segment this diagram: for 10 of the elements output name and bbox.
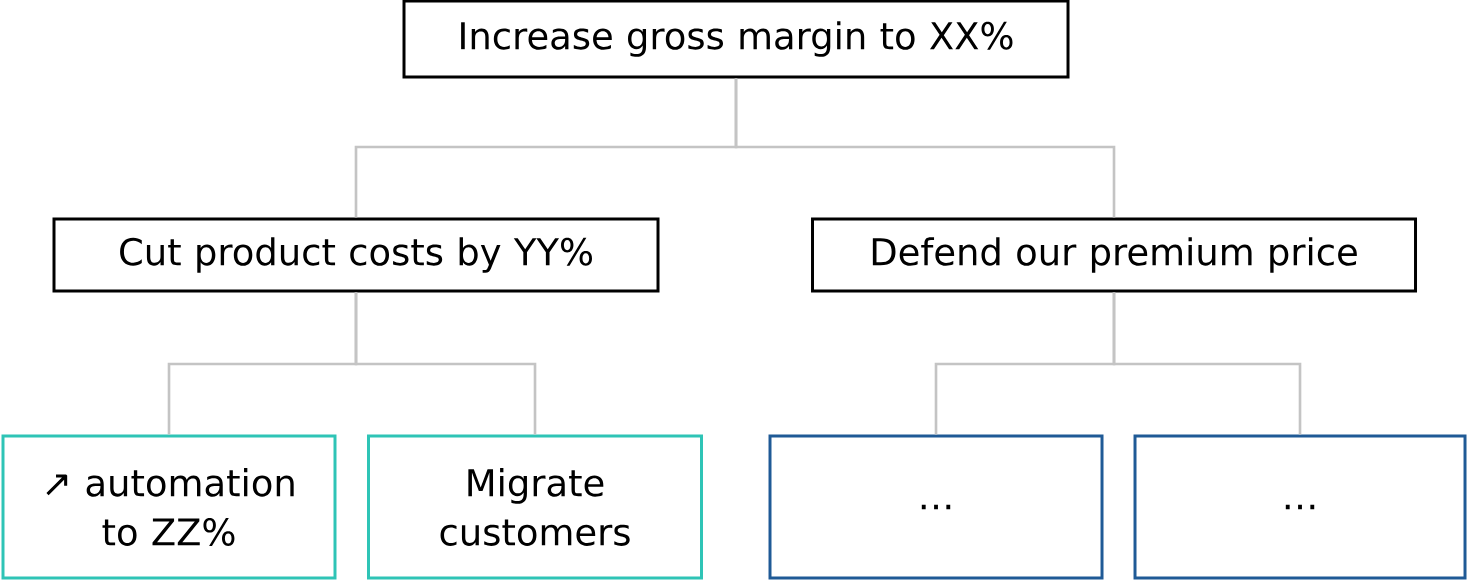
goal-box: … — [768, 434, 1104, 580]
goal-box: … — [1133, 434, 1467, 580]
connector-line — [734, 78, 1116, 218]
goal-box: Migrate customers — [367, 434, 703, 580]
connector-line — [354, 292, 537, 435]
goal-box: Increase gross margin to XX% — [402, 0, 1070, 79]
goal-box: Defend our premium price — [811, 217, 1417, 293]
goal-box: Cut product costs by YY% — [52, 217, 660, 293]
connector-line — [1112, 292, 1302, 435]
goal-box: ↗ automation to ZZ% — [1, 434, 337, 580]
